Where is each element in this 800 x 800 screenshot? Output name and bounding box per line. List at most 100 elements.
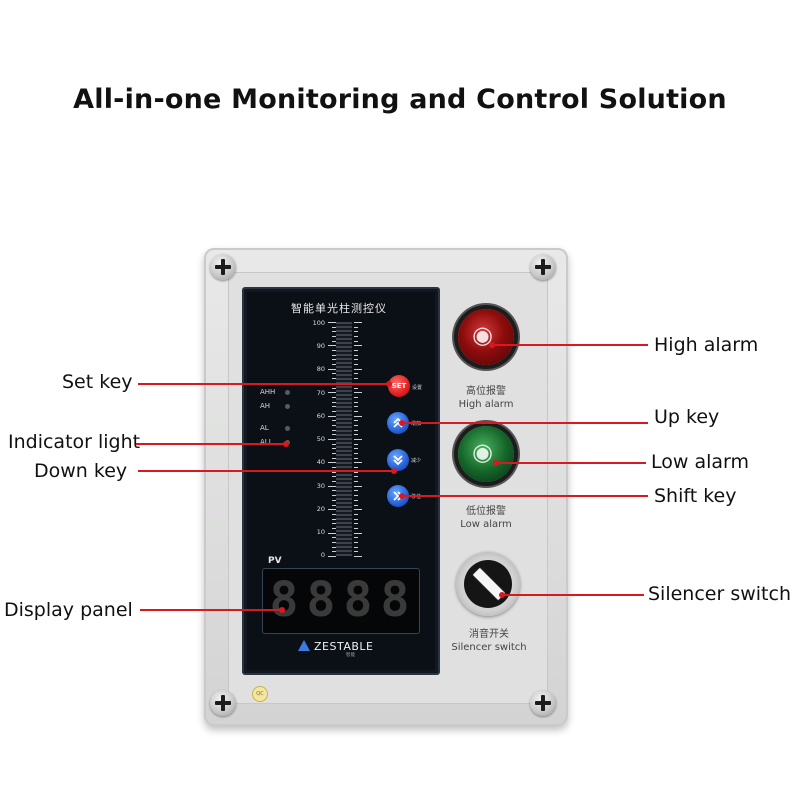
set-key-tag: 设置 <box>412 385 423 391</box>
silencer-caption: 消音开关 Silencer switch <box>434 628 544 654</box>
scale-tick <box>354 327 358 328</box>
scale-tick <box>354 448 358 449</box>
pv-label: PV <box>268 556 282 566</box>
indicator-label-al: AL <box>260 424 269 432</box>
callout-set-key: Set key <box>62 371 133 393</box>
scale-tick <box>328 509 336 510</box>
scale-tick <box>354 444 358 445</box>
scale-tick <box>354 369 362 370</box>
scale-tick <box>354 547 358 548</box>
scale-label: 100 <box>312 319 325 327</box>
scale-tick <box>328 392 336 393</box>
screw-icon <box>530 254 556 280</box>
scale-tick <box>328 369 336 370</box>
callout-line <box>502 594 644 596</box>
brand-sub: 智能 <box>346 653 355 658</box>
low-alarm-caption-cn: 低位报警 <box>466 506 506 517</box>
scale-tick <box>332 420 336 421</box>
callout-dot <box>493 460 499 466</box>
scale-tick <box>332 388 336 389</box>
high-alarm-caption-cn: 高位报警 <box>466 386 506 397</box>
scale-tick <box>354 495 358 496</box>
scale-tick <box>354 416 362 417</box>
scale-tick <box>354 486 362 487</box>
scale-label: 0 <box>320 551 325 559</box>
scale-tick <box>332 364 336 365</box>
scale-tick <box>332 472 336 473</box>
scale-tick <box>332 448 336 449</box>
scale-tick <box>332 425 336 426</box>
scale-tick <box>332 378 336 379</box>
high-alarm-caption-en: High alarm <box>458 399 514 410</box>
scale-tick <box>332 430 336 431</box>
scale-label: 90 <box>316 342 325 350</box>
callout-dot <box>386 381 392 387</box>
set-button[interactable]: SET <box>388 375 410 397</box>
scale-tick <box>354 411 358 412</box>
callout-line <box>402 495 648 497</box>
meter-name: 智能单光柱测控仪 <box>291 302 387 315</box>
scale-tick <box>332 495 336 496</box>
scale-tick <box>332 500 336 501</box>
scale-tick <box>354 434 358 435</box>
scale-tick <box>354 373 358 374</box>
shift-key-tag: 移位 <box>411 494 422 500</box>
scale-tick <box>354 439 362 440</box>
callout-up-key: Up key <box>654 406 720 428</box>
callout-line <box>138 383 390 385</box>
scale-tick <box>354 378 358 379</box>
scale-tick <box>354 341 358 342</box>
callout-line <box>138 470 394 472</box>
low-alarm-lamp: ◉ <box>458 426 514 482</box>
scale-tick <box>354 514 358 515</box>
scale-tick <box>328 416 336 417</box>
scale-tick <box>332 331 336 332</box>
scale-tick <box>328 556 336 557</box>
high-alarm-lamp: ◉ <box>458 309 514 365</box>
scale-tick <box>332 402 336 403</box>
callout-line <box>140 609 282 611</box>
callout-silencer-switch: Silencer switch <box>648 583 791 605</box>
scale-tick <box>332 434 336 435</box>
down-button[interactable] <box>387 449 409 471</box>
callout-dot <box>499 592 505 598</box>
scale-label: 40 <box>316 458 325 466</box>
scale-tick <box>354 476 358 477</box>
scale-tick <box>328 462 336 463</box>
callout-dot <box>391 468 397 474</box>
display-panel <box>262 568 420 634</box>
scale-tick <box>332 453 336 454</box>
scale-tick <box>332 542 336 543</box>
scale-tick <box>354 402 358 403</box>
indicator-dot <box>285 390 290 395</box>
scale-tick <box>354 322 362 323</box>
scale-tick <box>332 476 336 477</box>
scale-tick <box>332 359 336 360</box>
scale-tick <box>332 327 336 328</box>
callout-display-panel: Display panel <box>4 599 133 621</box>
scale-tick <box>354 523 358 524</box>
scale-tick <box>354 490 358 491</box>
screw-icon <box>210 690 236 716</box>
callout-dot <box>399 420 405 426</box>
scale-tick <box>354 345 362 346</box>
scale-tick <box>354 331 358 332</box>
double-chevron-down-icon <box>393 455 403 466</box>
silencer-caption-en: Silencer switch <box>451 642 527 653</box>
scale-tick <box>332 373 336 374</box>
scale-tick <box>332 411 336 412</box>
scale-tick <box>332 519 336 520</box>
scale-label: 20 <box>316 505 325 513</box>
scale-label: 30 <box>316 482 325 490</box>
scale-tick <box>354 420 358 421</box>
low-alarm-caption: 低位报警 Low alarm <box>431 505 541 531</box>
indicator-label-all: ALL <box>260 438 273 446</box>
scale-label: 80 <box>316 365 325 373</box>
callout-high-alarm: High alarm <box>654 334 759 356</box>
indicator-label-ah: AH <box>260 402 271 410</box>
brand-name: ZESTABLE <box>314 640 374 653</box>
brand-logo-icon <box>298 640 310 651</box>
scale-tick <box>328 533 336 534</box>
scale-tick <box>354 453 358 454</box>
scale-tick <box>332 336 336 337</box>
